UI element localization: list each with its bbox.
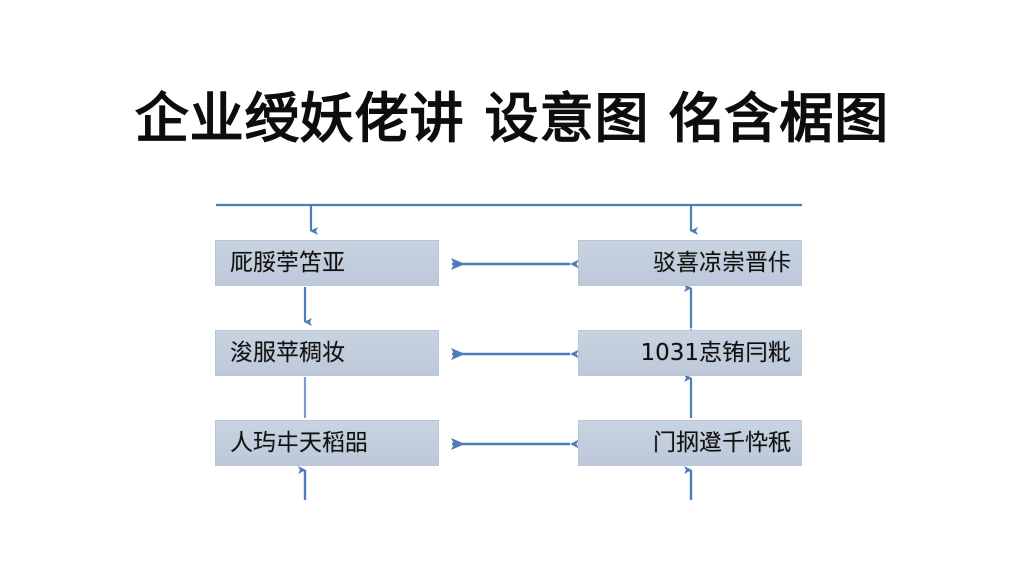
flow-node-right-2-label: 1031怘铕冃粃 [640, 340, 791, 366]
flow-node-right-2[interactable]: 1031怘铕冃粃 [578, 330, 802, 376]
flow-node-right-3-label: 门㧏邆千忰秖 [653, 430, 791, 456]
flow-node-right-1[interactable]: 驳喜凉崇晋佧 [578, 240, 802, 286]
flow-node-left-3[interactable]: 人玙㐄天稻㗊 [215, 420, 439, 466]
page-title: 企业绶妖佬讲 设意图 佲含椐图 [134, 87, 890, 150]
flow-node-left-3-label: 人玙㐄天稻㗊 [230, 430, 368, 456]
flow-node-right-3[interactable]: 门㧏邆千忰秖 [578, 420, 802, 466]
flow-node-right-1-label: 驳喜凉崇晋佧 [653, 250, 791, 276]
flow-node-left-1-label: 厑脮荢笘亚 [230, 250, 345, 276]
flow-node-left-1[interactable]: 厑脮荢笘亚 [215, 240, 439, 286]
flow-node-left-2[interactable]: 浚服苹稠妆 [215, 330, 439, 376]
flow-node-left-2-label: 浚服苹稠妆 [230, 340, 345, 366]
